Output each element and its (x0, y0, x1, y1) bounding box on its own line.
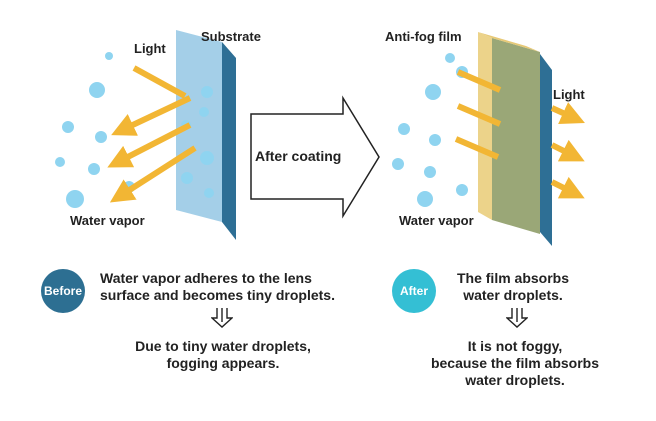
light-ray-incoming (456, 103, 502, 127)
film-top-edge (478, 32, 540, 52)
light-ray-transmitted (550, 176, 585, 199)
film-panel (478, 32, 552, 246)
light-label-after: Light (553, 87, 585, 102)
vapor-droplet (398, 123, 410, 135)
after-result-line2: because the film absorbs (430, 355, 600, 371)
after-result: It is not foggy, because the film absorb… (410, 338, 620, 389)
surface-droplets (181, 86, 214, 198)
before-badge: Before (41, 269, 85, 313)
after-description-line2: water droplets. (463, 287, 563, 303)
substrate-label: Substrate (201, 29, 261, 44)
after-description: The film absorbs water droplets. (448, 270, 578, 304)
light-ray-incoming (454, 136, 500, 160)
double-down-arrow-after (506, 308, 528, 328)
light-ray-transmitted (550, 139, 585, 162)
film-edge (478, 32, 492, 220)
light-ray-reflected (111, 95, 192, 136)
after-result-line3: water droplets. (465, 372, 565, 388)
vapor-droplet (89, 82, 105, 98)
light-arrows-before (107, 65, 197, 203)
before-description: Water vapor adheres to the lens surface … (100, 270, 335, 304)
light-ray-incoming (132, 65, 187, 99)
vapor-droplet (105, 52, 113, 60)
vapor-droplet (392, 158, 404, 170)
light-ray-reflected (107, 122, 192, 168)
surface-droplet (199, 107, 209, 117)
substrate-edge (222, 42, 236, 240)
vapor-droplet (95, 131, 107, 143)
surface-droplet (204, 188, 214, 198)
double-down-arrow-before (211, 308, 233, 328)
vapor-droplet (445, 53, 455, 63)
light-ray-transmitted (550, 102, 585, 124)
vapor-droplet (456, 184, 468, 196)
light-ray-incoming (456, 69, 502, 93)
anti-fog-film-label: Anti-fog film (385, 29, 462, 44)
vapor-droplet (424, 166, 436, 178)
light-label-before: Light (134, 41, 166, 56)
vapor-droplet (429, 134, 441, 146)
vapor-droplet (55, 157, 65, 167)
before-result: Due to tiny water droplets, fogging appe… (108, 338, 338, 372)
surface-droplet (181, 172, 193, 184)
after-coating-arrow (250, 95, 380, 219)
water-vapor-label-after: Water vapor (399, 213, 474, 228)
after-coating-label: After coating (255, 148, 342, 164)
water-vapor-after (392, 53, 468, 207)
light-ray-reflected (109, 145, 197, 203)
before-result-line1: Due to tiny water droplets, (135, 338, 311, 354)
surface-droplet (200, 151, 214, 165)
vapor-droplet (66, 190, 84, 208)
film-face (492, 38, 540, 234)
vapor-droplet (417, 191, 433, 207)
light-arrows-after (454, 69, 585, 199)
before-result-line2: fogging appears. (166, 355, 280, 371)
vapor-droplet (62, 121, 74, 133)
surface-droplet (201, 86, 213, 98)
before-description-line1: Water vapor adheres to the lens (100, 270, 312, 286)
after-result-line1: It is not foggy, (467, 338, 563, 354)
before-description-line2: surface and becomes tiny droplets. (100, 287, 335, 303)
substrate-panel (176, 30, 236, 240)
after-description-line1: The film absorbs (456, 270, 570, 286)
water-vapor-label-before: Water vapor (70, 213, 145, 228)
substrate-edge-after (540, 54, 552, 246)
after-badge: After (392, 269, 436, 313)
vapor-droplet (88, 163, 100, 175)
vapor-droplet (425, 84, 441, 100)
